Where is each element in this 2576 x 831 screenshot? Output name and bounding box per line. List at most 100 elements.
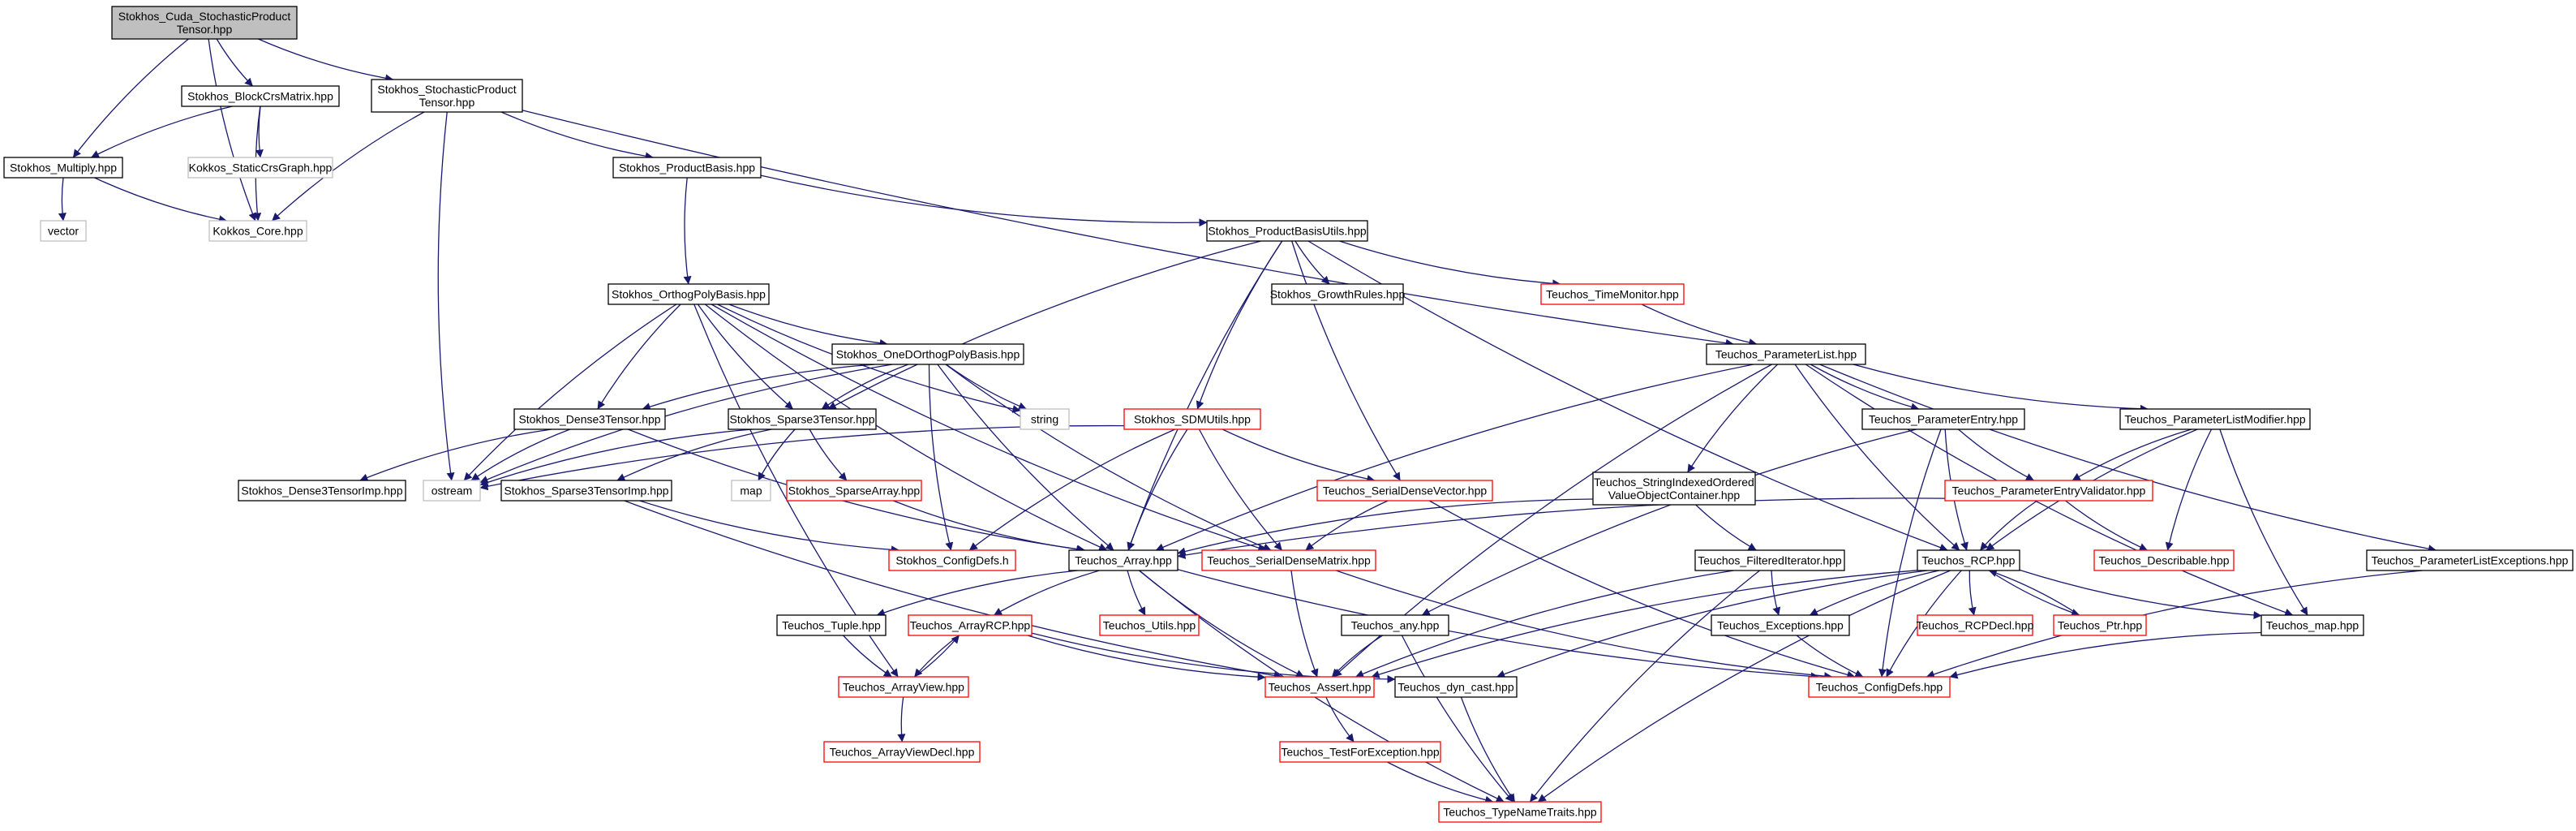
node-plistmod[interactable]: Teuchos_ParameterListModifier.hpp: [2119, 408, 2311, 430]
node-sparse3imp[interactable]: Stokhos_Sparse3TensorImp.hpp: [500, 480, 672, 502]
node-box: [1917, 614, 2033, 636]
node-box: [2093, 549, 2235, 571]
node-tuple[interactable]: Teuchos_Tuple.hpp: [776, 614, 887, 636]
edge-dense3-to-ostream: [470, 428, 571, 481]
node-any[interactable]: Teuchos_any.hpp: [1341, 614, 1449, 636]
node-label: Stokhos_OrthogPolyBasis.hpp: [612, 288, 766, 301]
node-arrayviewdecl[interactable]: Teuchos_ArrayViewDecl.hpp: [823, 741, 981, 763]
node-label: Kokkos_StaticCrsGraph.hpp: [189, 161, 333, 174]
node-dense3[interactable]: Stokhos_Dense3Tensor.hpp: [513, 408, 666, 430]
node-box: [513, 408, 666, 430]
node-sparsearr[interactable]: Stokhos_SparseArray.hpp: [786, 480, 922, 502]
node-label: Teuchos_Utils.hpp: [1103, 619, 1196, 632]
node-sdmatrix[interactable]: Teuchos_SerialDenseMatrix.hpp: [1201, 549, 1376, 571]
node-ostream[interactable]: ostream: [423, 480, 481, 502]
node-pentry[interactable]: Teuchos_ParameterEntry.hpp: [1861, 408, 2025, 430]
node-pbutils[interactable]: Stokhos_ProductBasisUtils.hpp: [1206, 220, 1368, 242]
node-plistexc[interactable]: Teuchos_ParameterListExceptions.hpp: [2366, 549, 2574, 571]
node-ptr[interactable]: Teuchos_Ptr.hpp: [2053, 614, 2147, 636]
node-label: Teuchos_TimeMonitor.hpp: [1546, 288, 1679, 301]
node-filtered[interactable]: Teuchos_FilteredIterator.hpp: [1694, 549, 1845, 571]
edge-arrayrcp-to-assert: [1027, 635, 1266, 682]
node-utils[interactable]: Teuchos_Utils.hpp: [1099, 614, 1200, 636]
node-box: [2119, 408, 2311, 430]
node-sparse3[interactable]: Stokhos_Sparse3Tensor.hpp: [728, 408, 877, 430]
node-pentryval[interactable]: Teuchos_ParameterEntryValidator.hpp: [1944, 480, 2153, 502]
edge-sdmutils-to-sdmatrix: [1198, 428, 1282, 551]
node-label: Teuchos_ParameterListExceptions.hpp: [2372, 554, 2569, 567]
node-box: [423, 480, 481, 502]
edge-sparse3-to-sparsearr: [809, 428, 848, 481]
edge-root-to-sptensor: [258, 38, 394, 83]
node-typename[interactable]: Teuchos_TypeNameTraits.hpp: [1438, 801, 1602, 823]
edge-blockcrs-to-multiply: [91, 105, 233, 158]
node-exceptions[interactable]: Teuchos_Exceptions.hpp: [1711, 614, 1850, 636]
node-label: Tensor.hpp: [177, 23, 233, 36]
node-assert[interactable]: Teuchos_Assert.hpp: [1264, 676, 1375, 698]
node-rcpdecl[interactable]: Teuchos_RCPDecl.hpp: [1917, 614, 2034, 636]
edge-orthog-to-dense3: [597, 304, 681, 410]
node-label: Teuchos_SerialDenseMatrix.hpp: [1207, 554, 1371, 567]
edge-sdmatrix-to-tconfigdefs: [1336, 570, 1833, 681]
node-growth[interactable]: Stokhos_GrowthRules.hpp: [1270, 283, 1406, 305]
node-plist[interactable]: Teuchos_ParameterList.hpp: [1706, 343, 1866, 365]
edge-filtered-to-assert: [1355, 570, 1734, 678]
edge-rcp-to-assert: [1371, 570, 1918, 678]
node-box: [1592, 471, 1756, 506]
node-label: Teuchos_StringIndexedOrdered: [1594, 476, 1754, 489]
node-rcp[interactable]: Teuchos_RCP.hpp: [1917, 549, 2020, 571]
node-label: Teuchos_RCPDecl.hpp: [1917, 619, 2034, 632]
edge-plistmod-to-describable: [2165, 428, 2213, 551]
node-box: [908, 614, 1033, 636]
edge-pbutils-to-tarray: [1127, 240, 1283, 551]
node-configdefs_h[interactable]: Stokhos_ConfigDefs.h: [888, 549, 1016, 571]
node-box: [208, 220, 307, 242]
node-tarray[interactable]: Teuchos_Array.hpp: [1068, 549, 1179, 571]
node-label: Stokhos_ProductBasisUtils.hpp: [1208, 225, 1367, 238]
node-blockcrs[interactable]: Stokhos_BlockCrsMatrix.hpp: [181, 85, 340, 107]
node-string[interactable]: string: [1020, 408, 1070, 430]
edge-pentry-to-pentryval: [1958, 428, 2034, 481]
node-label: Stokhos_Multiply.hpp: [10, 161, 117, 174]
node-arrayrcp[interactable]: Teuchos_ArrayRCP.hpp: [908, 614, 1033, 636]
edge-plist-to-tarray: [1155, 364, 1754, 551]
node-onedorthog[interactable]: Stokhos_OneDOrthogPolyBasis.hpp: [831, 343, 1024, 365]
node-stringidx[interactable]: Teuchos_StringIndexedOrderedValueObjectC…: [1592, 471, 1756, 506]
node-sdvector[interactable]: Teuchos_SerialDenseVector.hpp: [1316, 480, 1493, 502]
node-prodbasis[interactable]: Stokhos_ProductBasis.hpp: [612, 157, 762, 179]
node-box: [1944, 480, 2153, 502]
node-kcore[interactable]: Kokkos_Core.hpp: [208, 220, 307, 242]
node-box: [786, 480, 922, 502]
node-label: Stokhos_SDMUtils.hpp: [1134, 413, 1251, 426]
node-timemon[interactable]: Teuchos_TimeMonitor.hpp: [1540, 283, 1685, 305]
node-map[interactable]: map: [731, 480, 771, 502]
node-box: [838, 676, 969, 698]
node-dyncast[interactable]: Teuchos_dyn_cast.hpp: [1394, 676, 1518, 698]
edge-filtered-to-typename: [1529, 570, 1761, 803]
node-tconfigdefs[interactable]: Teuchos_ConfigDefs.hpp: [1808, 676, 1951, 698]
node-tmap[interactable]: Teuchos_map.hpp: [2260, 614, 2364, 636]
node-sdmutils[interactable]: Stokhos_SDMUtils.hpp: [1123, 408, 1261, 430]
node-vector[interactable]: vector: [40, 220, 87, 242]
edge-any-to-typename: [1401, 635, 1514, 803]
edge-prodbasis-to-orthog: [683, 177, 692, 285]
edge-pbutils-to-timemon: [1339, 240, 1561, 288]
node-describable[interactable]: Teuchos_Describable.hpp: [2093, 549, 2235, 571]
node-orthog[interactable]: Stokhos_OrthogPolyBasis.hpp: [608, 283, 770, 305]
node-dense3imp[interactable]: Stokhos_Dense3TensorImp.hpp: [238, 480, 406, 502]
node-box: [1264, 676, 1375, 698]
node-arrayview[interactable]: Teuchos_ArrayView.hpp: [838, 676, 969, 698]
node-staticcrs[interactable]: Kokkos_StaticCrsGraph.hpp: [187, 157, 333, 179]
node-box: [608, 283, 770, 305]
node-label: Teuchos_ArrayRCP.hpp: [910, 619, 1031, 632]
node-multiply[interactable]: Stokhos_Multiply.hpp: [3, 157, 123, 179]
node-box: [3, 157, 123, 179]
node-testforexc[interactable]: Teuchos_TestForException.hpp: [1279, 741, 1441, 763]
edge-tuple-to-arrayview: [843, 635, 892, 678]
edge-sparse3imp-to-configdefs_h: [639, 500, 899, 554]
node-box: [831, 343, 1024, 365]
edge-sptensor-to-ostream: [437, 111, 455, 481]
node-label: Stokhos_Sparse3Tensor.hpp: [729, 413, 874, 426]
